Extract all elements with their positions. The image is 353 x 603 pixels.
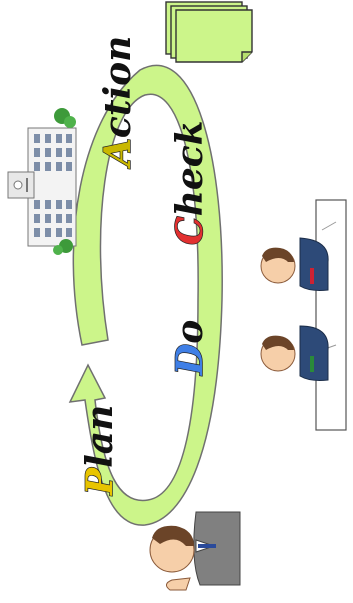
presenter-icon [150, 512, 240, 590]
label-check: Check [169, 120, 211, 245]
label-plan-initial: P [79, 467, 121, 496]
label-plan-rest: lan [79, 405, 121, 468]
label-action-initial: A [97, 138, 139, 169]
label-check-initial: C [169, 216, 211, 245]
meeting-people-icon [261, 200, 346, 430]
label-do-rest: o [169, 320, 211, 344]
label-check-rest: heck [169, 120, 211, 216]
label-do: Do [169, 320, 211, 376]
label-action-rest: ction [97, 36, 139, 138]
building-icon [8, 108, 76, 255]
label-do-initial: D [169, 344, 211, 376]
documents-icon [166, 2, 252, 62]
label-action: Action [97, 36, 139, 169]
label-plan: Plan [79, 405, 121, 496]
